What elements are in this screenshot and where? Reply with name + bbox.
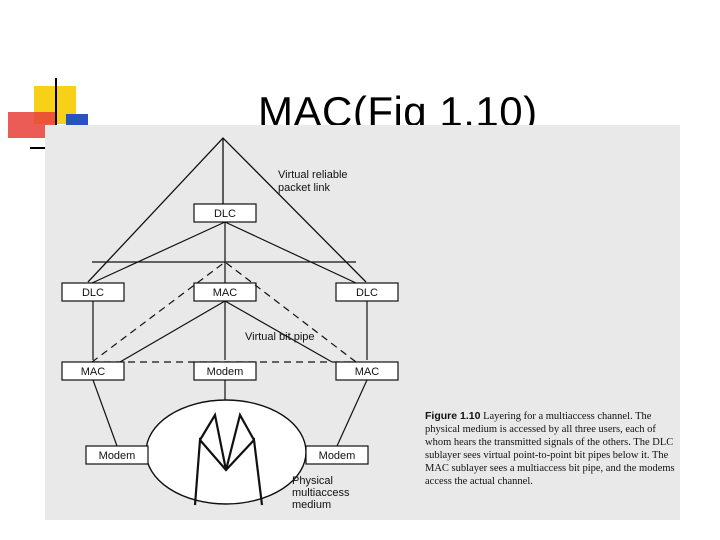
- medium-label-line3: medium: [292, 499, 331, 511]
- figure-caption-text: Layering for a multiaccess channel. The …: [425, 411, 675, 487]
- mac-link-right: [224, 300, 333, 363]
- top-link-label-line2: packet link: [278, 182, 330, 194]
- modem-left-label: Modem: [99, 450, 136, 462]
- medium-label-line1: Physical: [292, 475, 333, 487]
- virtual-bit-pipe-label: Virtual bit pipe: [245, 331, 315, 343]
- link-mac-left-modem: [92, 379, 118, 447]
- modem-right-label: Modem: [319, 450, 356, 462]
- mac-left-label: MAC: [81, 366, 106, 378]
- virtual-bit-pipe-triangle: [91, 261, 357, 363]
- mac-right-label: MAC: [355, 366, 380, 378]
- medium-label-line2: multiaccess: [292, 487, 350, 499]
- link-mac-right-modem: [336, 379, 368, 447]
- dlc-left-label: DLC: [82, 287, 104, 299]
- figure-caption: Figure 1.10 Layering for a multiaccess c…: [425, 410, 680, 488]
- dlc-right-label: DLC: [356, 287, 378, 299]
- link-dlc-top-right: [224, 221, 357, 284]
- mac-link-left: [119, 300, 226, 363]
- figure-caption-label: Figure 1.10: [425, 410, 481, 422]
- mac-center-label: MAC: [213, 287, 238, 299]
- modem-left-box: [85, 445, 149, 465]
- modem-right-box: [305, 445, 369, 465]
- physical-medium-circle: [145, 399, 307, 505]
- medium-jagged-signal-top: [199, 411, 255, 471]
- modem-center-label: Modem: [207, 366, 244, 378]
- link-dlc-top-left: [91, 221, 226, 284]
- top-link-label-line1: Virtual reliable: [278, 169, 348, 181]
- dlc-top-label: DLC: [214, 208, 236, 220]
